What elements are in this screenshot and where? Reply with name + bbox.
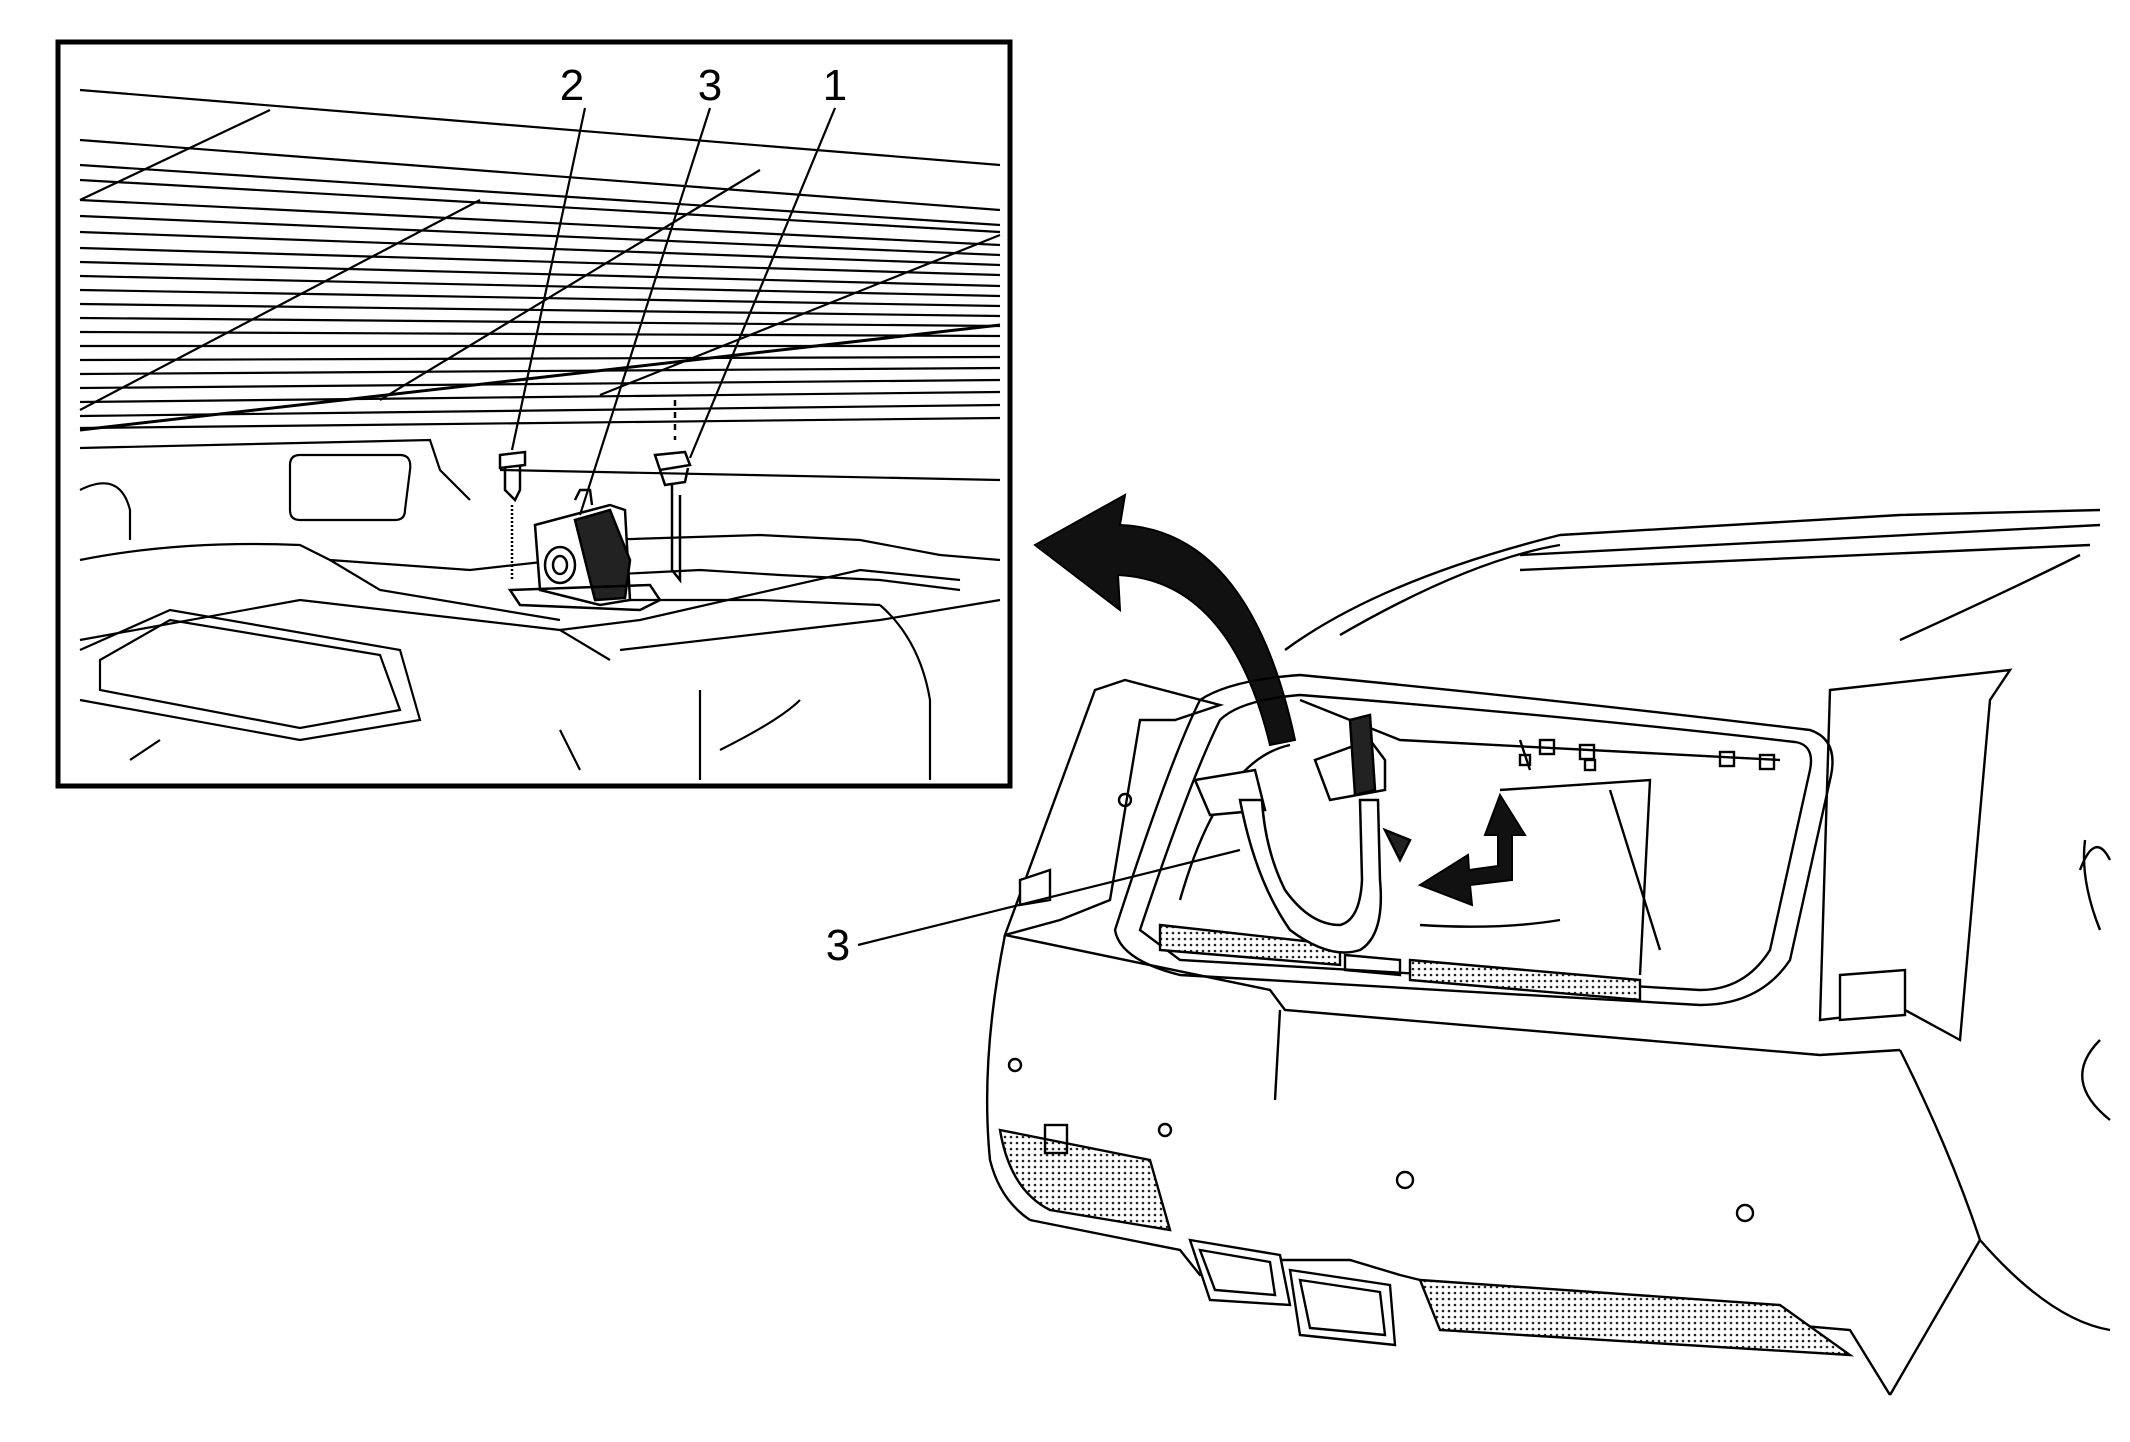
hold-down-bracket	[507, 488, 662, 612]
inset-callout-3: 3	[698, 61, 722, 110]
spare-tire-carrier	[1193, 713, 1412, 954]
inset-detail-view: 2 3 1	[55, 39, 1013, 789]
bolt-2	[498, 450, 527, 580]
nut-1	[653, 400, 692, 584]
inset-callout-2: 2	[560, 61, 584, 110]
rear-shelf-body	[79, 438, 1001, 780]
inset-leader-lines	[510, 107, 837, 516]
main-callout-3: 3	[826, 921, 850, 970]
direction-arrow-icon	[1417, 792, 1527, 907]
removal-arrow-icon	[1033, 493, 1297, 747]
rear-window-lines	[79, 88, 1001, 432]
vehicle-rear-view	[985, 508, 2112, 1396]
inset-callout-1: 1	[823, 61, 847, 110]
main-leader-line	[857, 848, 1241, 947]
